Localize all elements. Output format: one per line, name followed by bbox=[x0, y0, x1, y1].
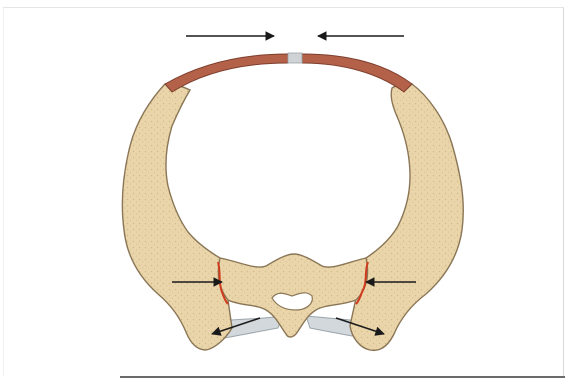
left-anterior-muscle-band bbox=[165, 54, 288, 92]
left-hip-bone bbox=[122, 84, 232, 350]
right-hip-bone bbox=[350, 84, 463, 351]
bottom-rule bbox=[120, 376, 565, 378]
right-anterior-muscle-band bbox=[302, 54, 412, 92]
pubic-symphysis bbox=[288, 53, 302, 63]
